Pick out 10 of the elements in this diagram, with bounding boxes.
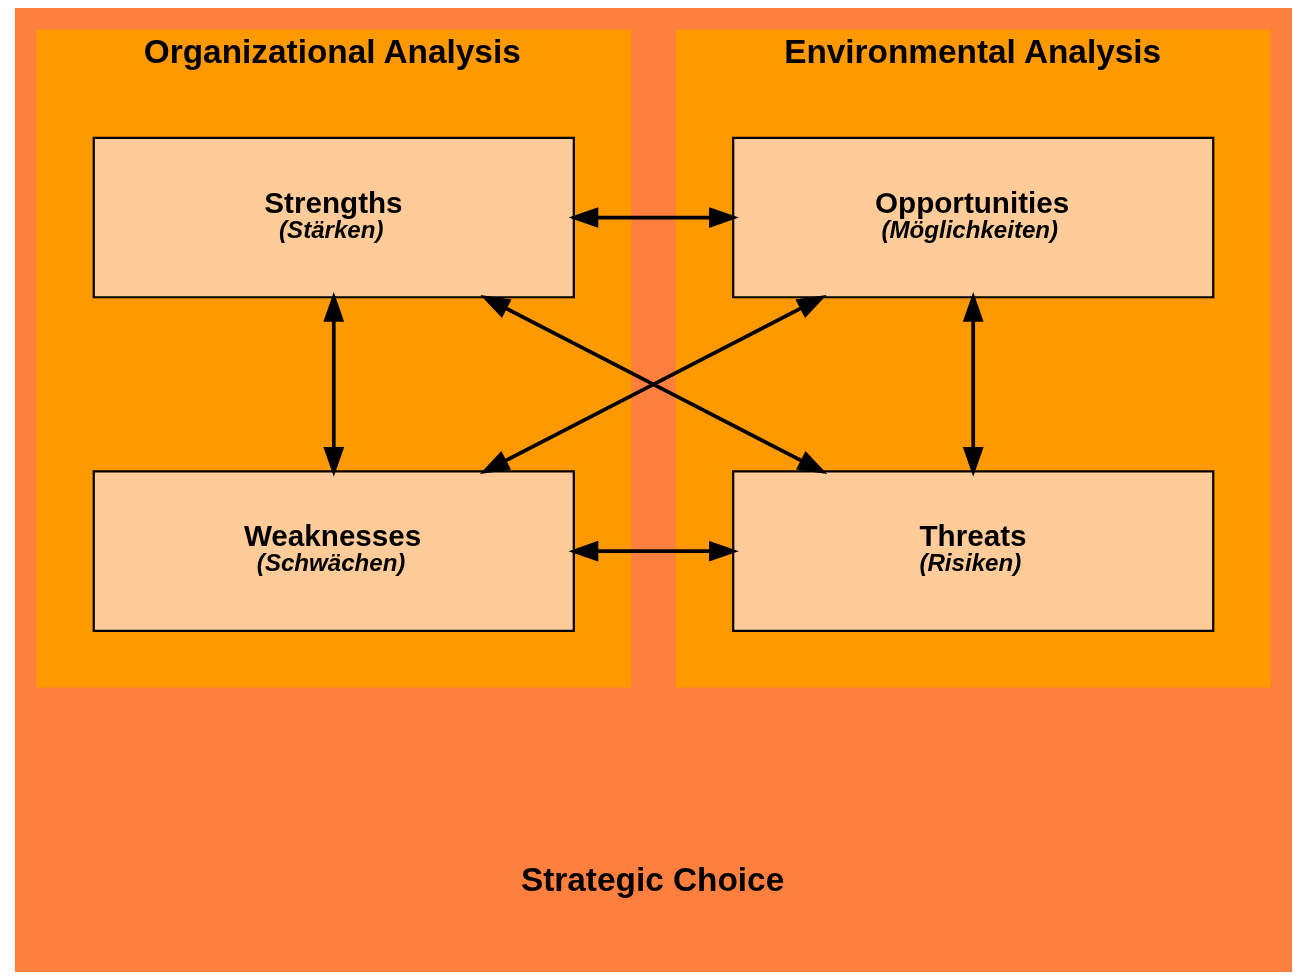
node-box: Weaknesses (Schwächen) xyxy=(92,470,575,632)
node-box: Threats (Risiken) xyxy=(731,470,1214,632)
node-box: Strengths (Stärken) xyxy=(92,136,575,299)
arrow xyxy=(568,207,739,228)
arrow xyxy=(479,295,827,474)
node-box: Opportunities (Möglichkeiten) xyxy=(731,136,1214,299)
arrow xyxy=(568,540,739,562)
arrow xyxy=(322,291,344,477)
label: Strategic Choice xyxy=(520,861,784,899)
arrow xyxy=(962,291,984,477)
